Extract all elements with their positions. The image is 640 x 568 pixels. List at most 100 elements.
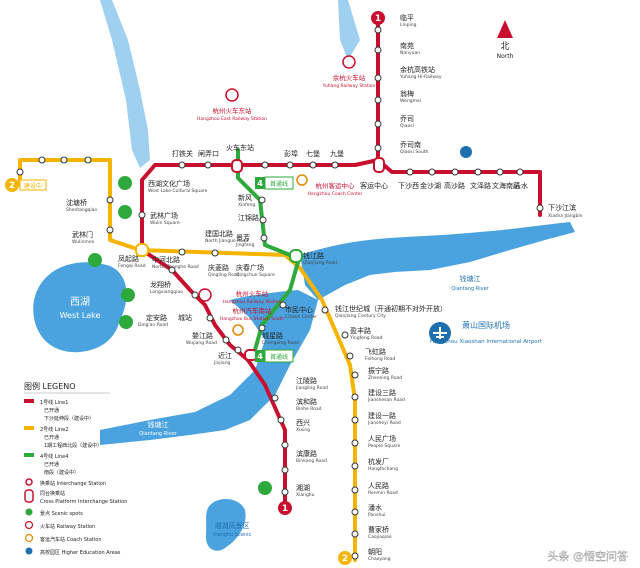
interchange-east-rail[interactable] [231, 159, 243, 173]
station-label: 打铁关 [172, 149, 193, 158]
station-label: 金沙湖 [420, 181, 441, 190]
station-dot[interactable] [346, 352, 354, 360]
station-dot[interactable] [451, 168, 459, 176]
station-dot[interactable] [271, 394, 279, 402]
station-dot[interactable] [258, 324, 266, 332]
station-dot[interactable] [286, 161, 294, 169]
station-dot[interactable] [351, 530, 359, 538]
station-dot[interactable] [178, 161, 186, 169]
station-dot[interactable] [106, 196, 114, 204]
station-label-en: Xianghu [296, 492, 315, 498]
station-label-en: Feihong Road [365, 356, 396, 362]
station-dot[interactable] [260, 234, 268, 242]
station-dot[interactable] [178, 248, 186, 256]
station-label: 客运中心 [360, 181, 388, 190]
station-dot[interactable] [321, 306, 329, 314]
station-dot[interactable] [38, 156, 46, 164]
station-dot[interactable] [516, 168, 524, 176]
station-label-en: Qianjiang Road [303, 260, 337, 266]
station-dot[interactable] [351, 416, 359, 424]
legend-line4-swatch [24, 453, 34, 457]
station-label-en: Chengxing Road [262, 340, 299, 346]
line4-top-tag-text: 首通线 [270, 180, 288, 188]
station-label: 城星路 [262, 331, 283, 340]
station-dot[interactable] [374, 74, 382, 82]
station-label-en: Zhenning Road [368, 375, 402, 381]
station-dot[interactable] [374, 96, 382, 104]
coach-station-icon [232, 324, 244, 336]
station-label-en: Wulinmen [72, 239, 95, 245]
station-dot[interactable] [281, 441, 289, 449]
legend-rail-icon [24, 520, 34, 530]
station-dot[interactable] [374, 144, 382, 152]
station-dot[interactable] [261, 161, 269, 169]
station-dot[interactable] [536, 204, 544, 212]
station-label: 下沙江滨 [548, 203, 576, 212]
station-label: 余杭高铁站 [400, 65, 435, 74]
station-label-en: Chaoyang [368, 556, 391, 562]
station-dot[interactable] [277, 416, 285, 424]
station-dot[interactable] [258, 196, 266, 204]
station-label: 城站 [178, 313, 192, 322]
station-dot[interactable] [374, 46, 382, 54]
station-dot[interactable] [259, 216, 267, 224]
rail-station-icon [225, 88, 239, 102]
landmarks: 余杭火车站 Yuhang Railway Station 杭州火车东站 Hang… [197, 55, 543, 345]
station-dot[interactable] [351, 393, 359, 401]
xianghu-en: Xianghu Scenic [213, 532, 252, 538]
scenic-tree-icon [258, 481, 272, 495]
legend-interchange-icon [25, 478, 33, 486]
station-dot[interactable] [374, 120, 382, 128]
scenic-tree-icon [118, 205, 132, 219]
station-label: 钱江世纪城（开通初期不对外开放） [335, 304, 447, 313]
legend-education-icon [25, 547, 33, 555]
station-dot[interactable] [474, 168, 482, 176]
station-dot[interactable] [331, 161, 339, 169]
scenic-tree-icon [88, 253, 102, 267]
station-dot[interactable] [351, 371, 359, 379]
interchange-coach-center[interactable] [373, 157, 385, 173]
station-label: 西兴 [296, 418, 310, 427]
station-dot[interactable] [281, 488, 289, 496]
station-dot[interactable] [351, 439, 359, 447]
station-dot[interactable] [84, 156, 92, 164]
station-dot[interactable] [351, 552, 359, 560]
station-dot[interactable] [60, 156, 68, 164]
interchange-fengqi[interactable] [135, 243, 149, 257]
station-dot[interactable] [309, 161, 317, 169]
station-label-en: Qiaosi South [400, 149, 429, 155]
station-dot[interactable] [106, 226, 114, 234]
station-dot[interactable] [406, 168, 414, 176]
station-dot[interactable] [496, 168, 504, 176]
station-dot[interactable] [279, 301, 287, 309]
station-dot[interactable] [16, 168, 24, 176]
interchange-qianjiang[interactable] [289, 249, 303, 263]
station-dot[interactable] [351, 462, 359, 470]
station-dot[interactable] [138, 211, 146, 219]
station-label: 文海南路 [492, 181, 520, 190]
station-dot[interactable] [211, 249, 219, 257]
station-dot[interactable] [428, 168, 436, 176]
station-dot[interactable] [168, 266, 176, 274]
station-dot[interactable] [374, 26, 382, 34]
station-dot[interactable] [234, 346, 242, 354]
station-dot[interactable] [191, 291, 199, 299]
station-label-en: Fengqi Road [118, 263, 146, 269]
station-label: 闸弄口 [198, 150, 219, 158]
station-dot[interactable] [206, 314, 214, 322]
station-dot[interactable] [204, 161, 212, 169]
station-label-en: Jiangling Road [295, 385, 328, 391]
north-label-cn: 北 [500, 41, 509, 52]
station-dot[interactable] [351, 508, 359, 516]
station-label: 文泽路 [470, 181, 491, 190]
scenic-tree-icon [119, 315, 133, 329]
qiantang-river-east [300, 222, 575, 300]
station-dot[interactable] [351, 486, 359, 494]
station-label-en: Qingchun Square [236, 272, 275, 278]
west-lake [33, 262, 127, 353]
station-dot[interactable] [222, 336, 230, 344]
station-dot[interactable] [341, 331, 349, 339]
legend-item: 已开通 [44, 407, 59, 414]
airport-en: Hangzhou Xiaoshan International Airport [430, 339, 543, 345]
station-dot[interactable] [281, 466, 289, 474]
